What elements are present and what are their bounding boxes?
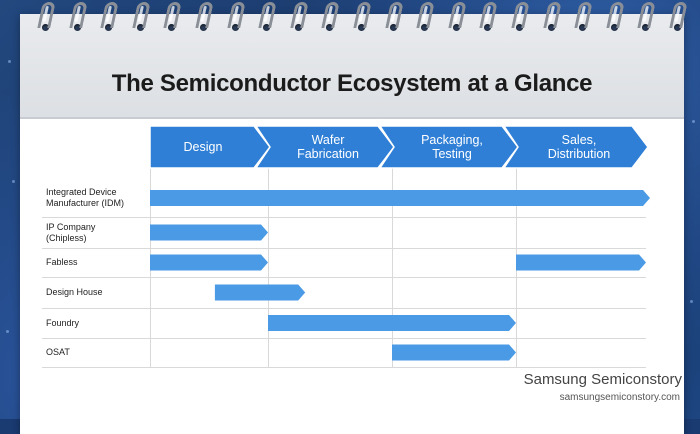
binding-ring [542, 2, 562, 28]
grid-line [42, 308, 646, 309]
stage-chevron [149, 125, 271, 169]
binding-ring [479, 2, 499, 28]
grid-line [42, 367, 646, 368]
stage-label: Packaging,Testing [421, 133, 483, 161]
grid-line [42, 248, 646, 249]
role-bar [214, 284, 306, 301]
binding-ring [163, 2, 183, 28]
binding-ring [100, 2, 119, 28]
background-dot [6, 330, 9, 333]
page-title: The Semiconductor Ecosystem at a Glance [111, 70, 593, 97]
binding-ring [416, 2, 435, 28]
role-bar [516, 254, 646, 271]
binding-ring [258, 2, 277, 28]
background-dot [692, 120, 695, 123]
brand-credit: Samsung Semiconstory [523, 371, 682, 388]
binding-ring [321, 2, 341, 28]
stage-chevron [502, 125, 649, 169]
background-dot [690, 300, 693, 303]
card-header: The Semiconductor Ecosystem at a Glance [20, 14, 684, 119]
binding-ring [353, 2, 372, 28]
binding-ring [448, 2, 467, 28]
stage-label: Sales,Distribution [547, 133, 611, 161]
binding-ring [132, 2, 151, 28]
grid-line [268, 168, 269, 367]
row-label: Foundry [46, 317, 80, 328]
background-dot [8, 60, 11, 63]
binding-ring [637, 2, 657, 28]
binding-ring [669, 2, 688, 28]
role-bar [150, 224, 268, 241]
row-label: OSAT [46, 347, 70, 357]
ecosystem-diagram [149, 125, 650, 361]
role-bar [392, 344, 516, 361]
binding-ring [195, 2, 214, 28]
grid-line [42, 277, 646, 278]
row-label: Fabless [46, 257, 78, 267]
calendar-card: The Semiconductor Ecosystem at a Glance … [20, 14, 684, 434]
stage-chevron [378, 125, 519, 169]
binding-ring [574, 2, 593, 28]
row-label: IP Company(Chipless) [46, 221, 96, 243]
stage-chevron [254, 125, 395, 169]
binding-ring [384, 2, 404, 28]
spiral-binding [0, 0, 700, 40]
background-dot [12, 180, 15, 183]
role-bar [150, 190, 650, 206]
binding-ring [68, 2, 88, 28]
binding-ring [290, 2, 309, 28]
row-label: Design House [46, 287, 103, 297]
brand-url: samsungsemiconstory.com [559, 392, 680, 403]
grid-line [42, 217, 646, 218]
binding-ring [37, 2, 56, 28]
binding-ring [226, 2, 246, 28]
grid-line [392, 168, 393, 367]
role-bar [268, 315, 516, 331]
stage-label: Design [183, 140, 223, 154]
binding-ring [511, 2, 530, 28]
grid-line [42, 338, 646, 339]
role-bar [150, 254, 268, 271]
binding-ring [606, 2, 625, 28]
